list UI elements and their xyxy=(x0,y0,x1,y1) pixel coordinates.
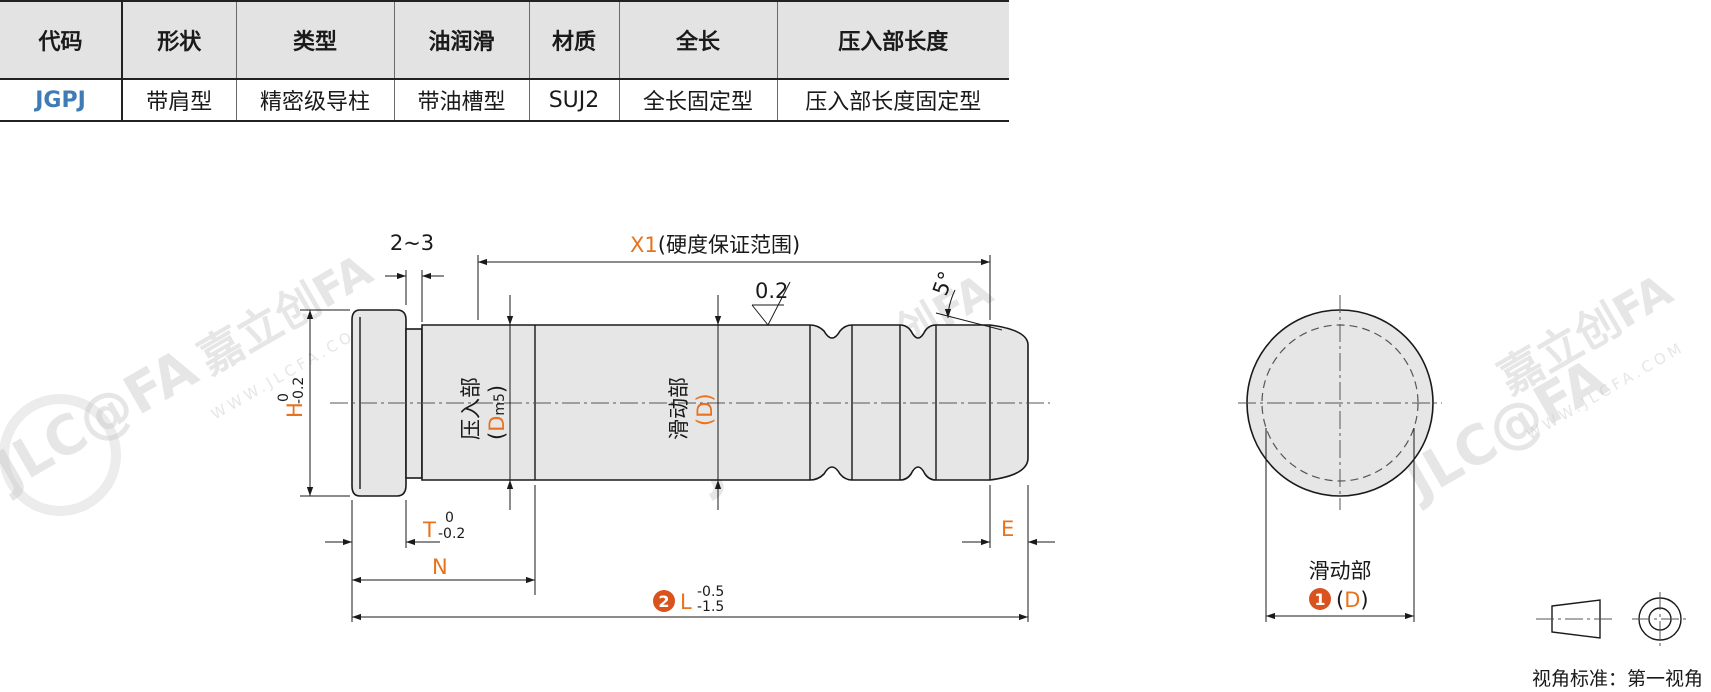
l-badge-number: 2 xyxy=(658,592,669,611)
slide-dim: (D) xyxy=(693,393,717,426)
e-label: E xyxy=(1001,517,1014,541)
table-row: JGPJ 带肩型 精密级导柱 带油槽型 SUJ2 全长固定型 压入部长度固定型 xyxy=(0,79,1009,122)
dim-n: N xyxy=(351,485,536,622)
view-standard-label: 视角标准：第一视角 xyxy=(1532,668,1703,690)
cell-type: 精密级导柱 xyxy=(235,79,394,122)
dim-l: 2 L -0.5 -1.5 xyxy=(352,560,1029,622)
h-label: H xyxy=(283,402,307,418)
end-dim-open: ( xyxy=(1336,588,1344,612)
svg-text:X1(硬度保证范围): X1(硬度保证范围) xyxy=(630,233,800,257)
roughness-label: 0.2 xyxy=(755,279,788,303)
roughness-symbol: 0.2 xyxy=(751,279,791,326)
table-header-row: 代码 形状 类型 油润滑 材质 全长 压入部长度 xyxy=(0,0,1009,80)
press-label: 压入部 xyxy=(459,377,483,440)
watermark-left: JLC@FA 嘉立创FA WWW.JLCFA.COM xyxy=(0,245,381,516)
header-type: 类型 xyxy=(235,0,394,80)
x1-subscript: 1 xyxy=(644,233,657,257)
end-badge-number: 1 xyxy=(1314,590,1325,609)
cell-shape: 带肩型 xyxy=(121,79,236,122)
dim-press-d: 压入部 (Dm5) xyxy=(459,295,514,510)
end-view: 滑动部 1 (D) xyxy=(1238,295,1442,622)
cell-press-length: 压入部长度固定型 xyxy=(776,79,1009,122)
l-badge xyxy=(653,590,675,612)
slide-label: 滑动部 xyxy=(667,377,691,440)
watermark-right: JLC@FA 嘉立创FA WWW.JLCFA.COM xyxy=(1392,265,1688,513)
header-press-length: 压入部长度 xyxy=(776,0,1009,80)
cell-lubrication: 带油槽型 xyxy=(393,79,529,122)
press-d: D xyxy=(485,416,509,432)
chamfer-label: 2~3 xyxy=(390,231,434,255)
svg-text:(Dm5): (Dm5) xyxy=(485,385,509,440)
dim-e: E xyxy=(962,485,1055,560)
l-tol-upper: -0.5 xyxy=(697,584,724,600)
end-dim-d: D xyxy=(1344,588,1360,612)
dim-x1: X1(硬度保证范围) xyxy=(477,233,991,320)
h-tol-upper: 0 xyxy=(276,393,292,402)
x1-text: (硬度保证范围) xyxy=(658,233,800,257)
t-label: T xyxy=(422,518,436,542)
projection-symbol-icon xyxy=(1536,592,1690,646)
cell-code: JGPJ xyxy=(0,79,122,122)
header-material: 材质 xyxy=(528,0,619,80)
cell-material: SUJ2 xyxy=(528,79,619,122)
spec-table: 代码 形状 类型 油润滑 材质 全长 压入部长度 JGPJ 带肩型 精密级导柱 … xyxy=(0,0,1009,122)
header-shape: 形状 xyxy=(121,0,236,80)
watermark-logo: JLC@FA xyxy=(0,336,208,503)
dim-t: T 0 -0.2 xyxy=(325,500,465,548)
l-tol-lower: -1.5 xyxy=(697,599,724,615)
press-d-sub: m5 xyxy=(492,393,508,416)
dim-slide-d: 滑动部 (D) xyxy=(667,295,722,510)
end-dim-close: ) xyxy=(1360,588,1368,612)
shoulder-head xyxy=(351,309,407,497)
dim-chamfer: 2~3 xyxy=(385,231,444,322)
t-tol-upper: 0 xyxy=(445,510,454,526)
cell-total-length: 全长固定型 xyxy=(618,79,777,122)
press-open: ( xyxy=(485,432,509,440)
header-total-length: 全长 xyxy=(618,0,777,80)
svg-text:(D): (D) xyxy=(1336,588,1369,612)
header-lubrication: 油润滑 xyxy=(393,0,529,80)
dim-h: H 0 -0.2 xyxy=(276,309,350,497)
n-label: N xyxy=(432,555,448,579)
x1-symbol: X xyxy=(630,233,644,257)
l-label: L xyxy=(680,590,692,614)
t-tol-lower: -0.2 xyxy=(438,526,465,542)
header-code: 代码 xyxy=(0,0,122,80)
press-close: ) xyxy=(485,385,509,393)
end-slide-label: 滑动部 xyxy=(1309,559,1372,583)
h-tol-lower: -0.2 xyxy=(291,377,307,404)
end-badge xyxy=(1309,588,1331,610)
guide-post-side-view xyxy=(330,309,1050,497)
